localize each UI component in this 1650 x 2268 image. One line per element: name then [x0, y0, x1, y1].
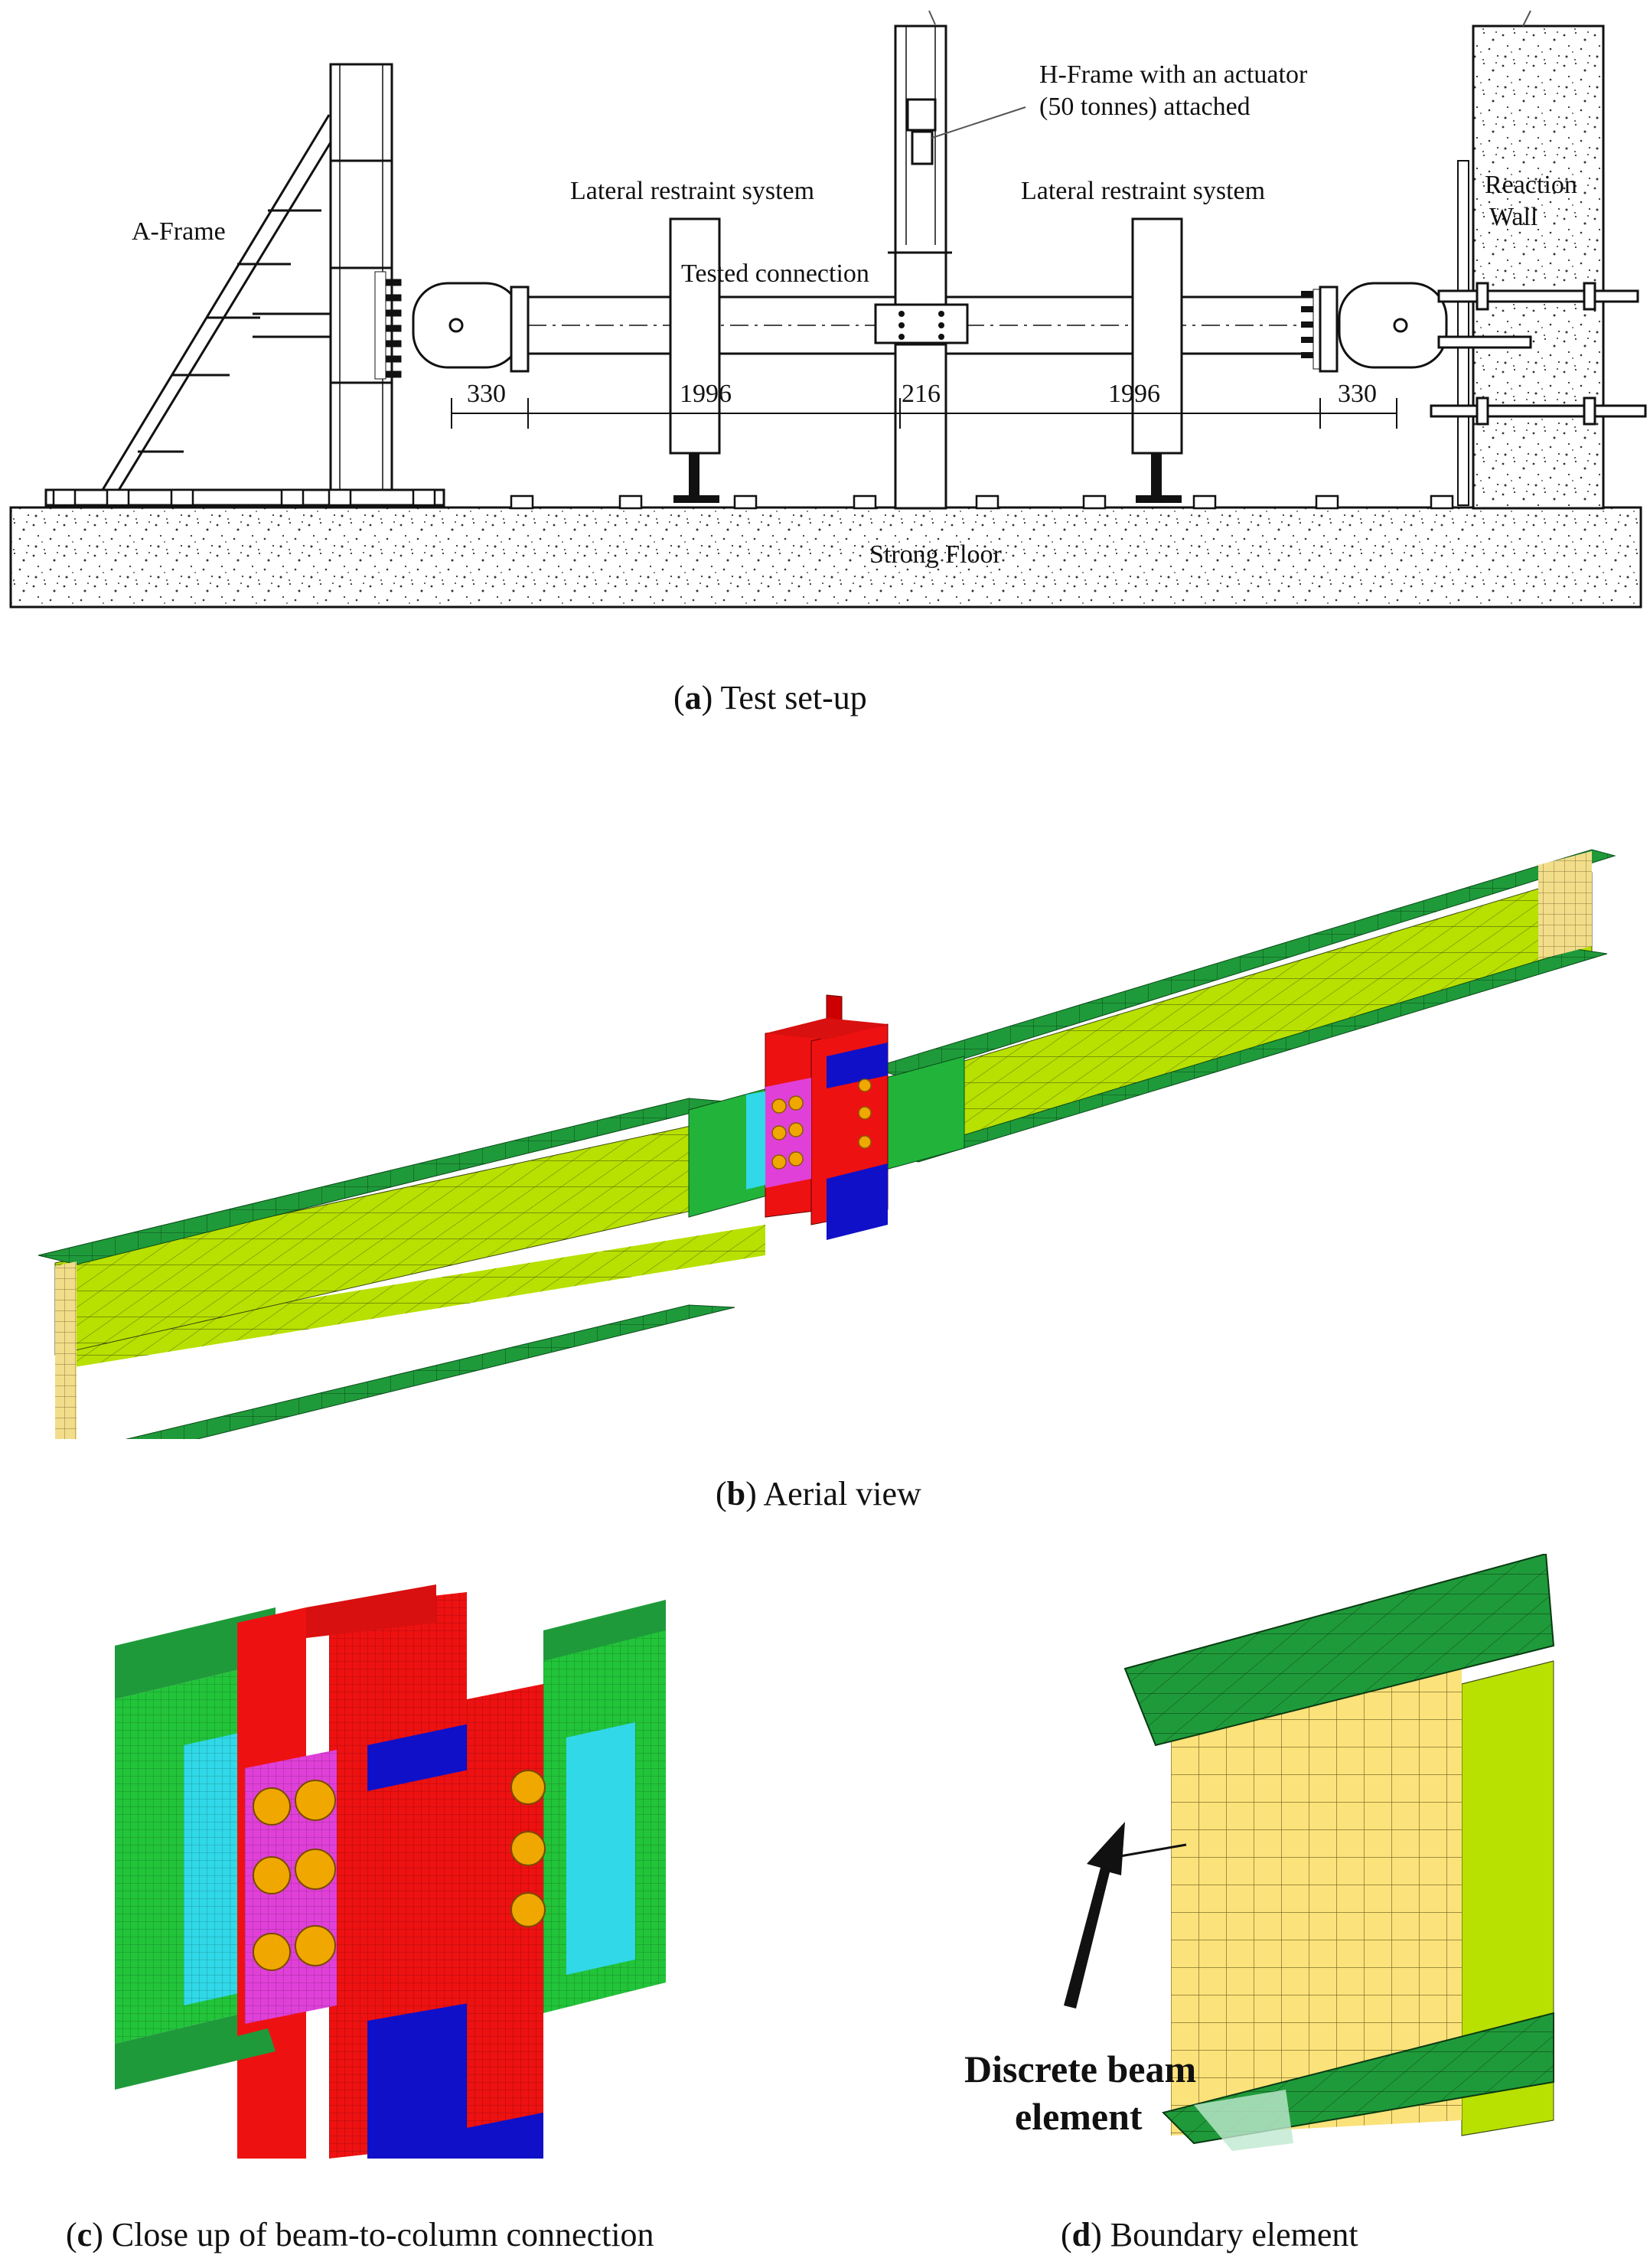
label-reaction-line2: Wall	[1489, 203, 1538, 231]
boundary-element-model: Discrete beam element	[964, 1552, 1555, 2151]
caption-d: (d) Boundary element	[1061, 2216, 1358, 2253]
label-lateral-restraint-left: Lateral restraint system	[570, 177, 814, 205]
dimension-label: 330	[467, 380, 506, 408]
label-discrete-beam-line1: Discrete beam	[964, 2048, 1196, 2090]
panel-d-boundary-element: Discrete beam element	[895, 1552, 1584, 2166]
stiffener	[827, 1043, 888, 1088]
dimension-label: 330	[1338, 380, 1377, 408]
label-lateral-restraint-right: Lateral restraint system	[1021, 177, 1265, 205]
right-beam-end	[1538, 851, 1592, 960]
aerial-view-model	[30, 849, 1616, 1470]
label-h-frame-line1: H-Frame with an actuator	[1039, 60, 1308, 89]
connection-close-up	[115, 1584, 666, 2174]
label-tested-connection: Tested connection	[681, 259, 869, 288]
caption-b: (b) Aerial view	[716, 1475, 921, 1513]
arrow-icon	[1064, 1822, 1125, 2009]
label-strong-floor: Strong Floor	[869, 540, 1003, 569]
test-setup-drawing: A-Frame H-Frame with an actuator (50 ton…	[9, 10, 1647, 609]
right-beam-top-flange	[871, 849, 1616, 1079]
strong-floor	[9, 506, 1642, 609]
label-a-frame: A-Frame	[132, 217, 226, 246]
h-frame-column	[874, 24, 969, 510]
dimension-label: 216	[902, 380, 941, 408]
panel-b-aerial-view	[0, 796, 1650, 1470]
boundary-element-mesh	[1171, 1669, 1462, 2136]
bolt-group	[771, 1079, 872, 1170]
lateral-restraint-left	[669, 217, 721, 455]
panel-c-close-up	[115, 1577, 689, 2174]
caption-c: (c) Close up of beam-to-column connectio…	[66, 2216, 654, 2253]
lateral-restraint-right	[1131, 217, 1183, 455]
reaction-wall	[1472, 24, 1605, 510]
panel-a-test-setup: A-Frame H-Frame with an actuator (50 ton…	[0, 0, 1650, 628]
dimension-label: 1996	[1108, 380, 1160, 408]
left-beam-web	[55, 1225, 765, 1370]
dimension-label: 1996	[680, 380, 732, 408]
caption-a: (a) Test set-up	[673, 679, 867, 716]
top-flange	[1123, 1552, 1555, 1747]
bolt-group	[253, 1770, 546, 1971]
label-h-frame-line2: (50 tonnes) attached	[1039, 93, 1251, 121]
left-beam-end	[55, 1261, 77, 1445]
label-reaction-line1: Reaction	[1485, 171, 1577, 199]
label-discrete-beam-line2: element	[1015, 2095, 1143, 2138]
